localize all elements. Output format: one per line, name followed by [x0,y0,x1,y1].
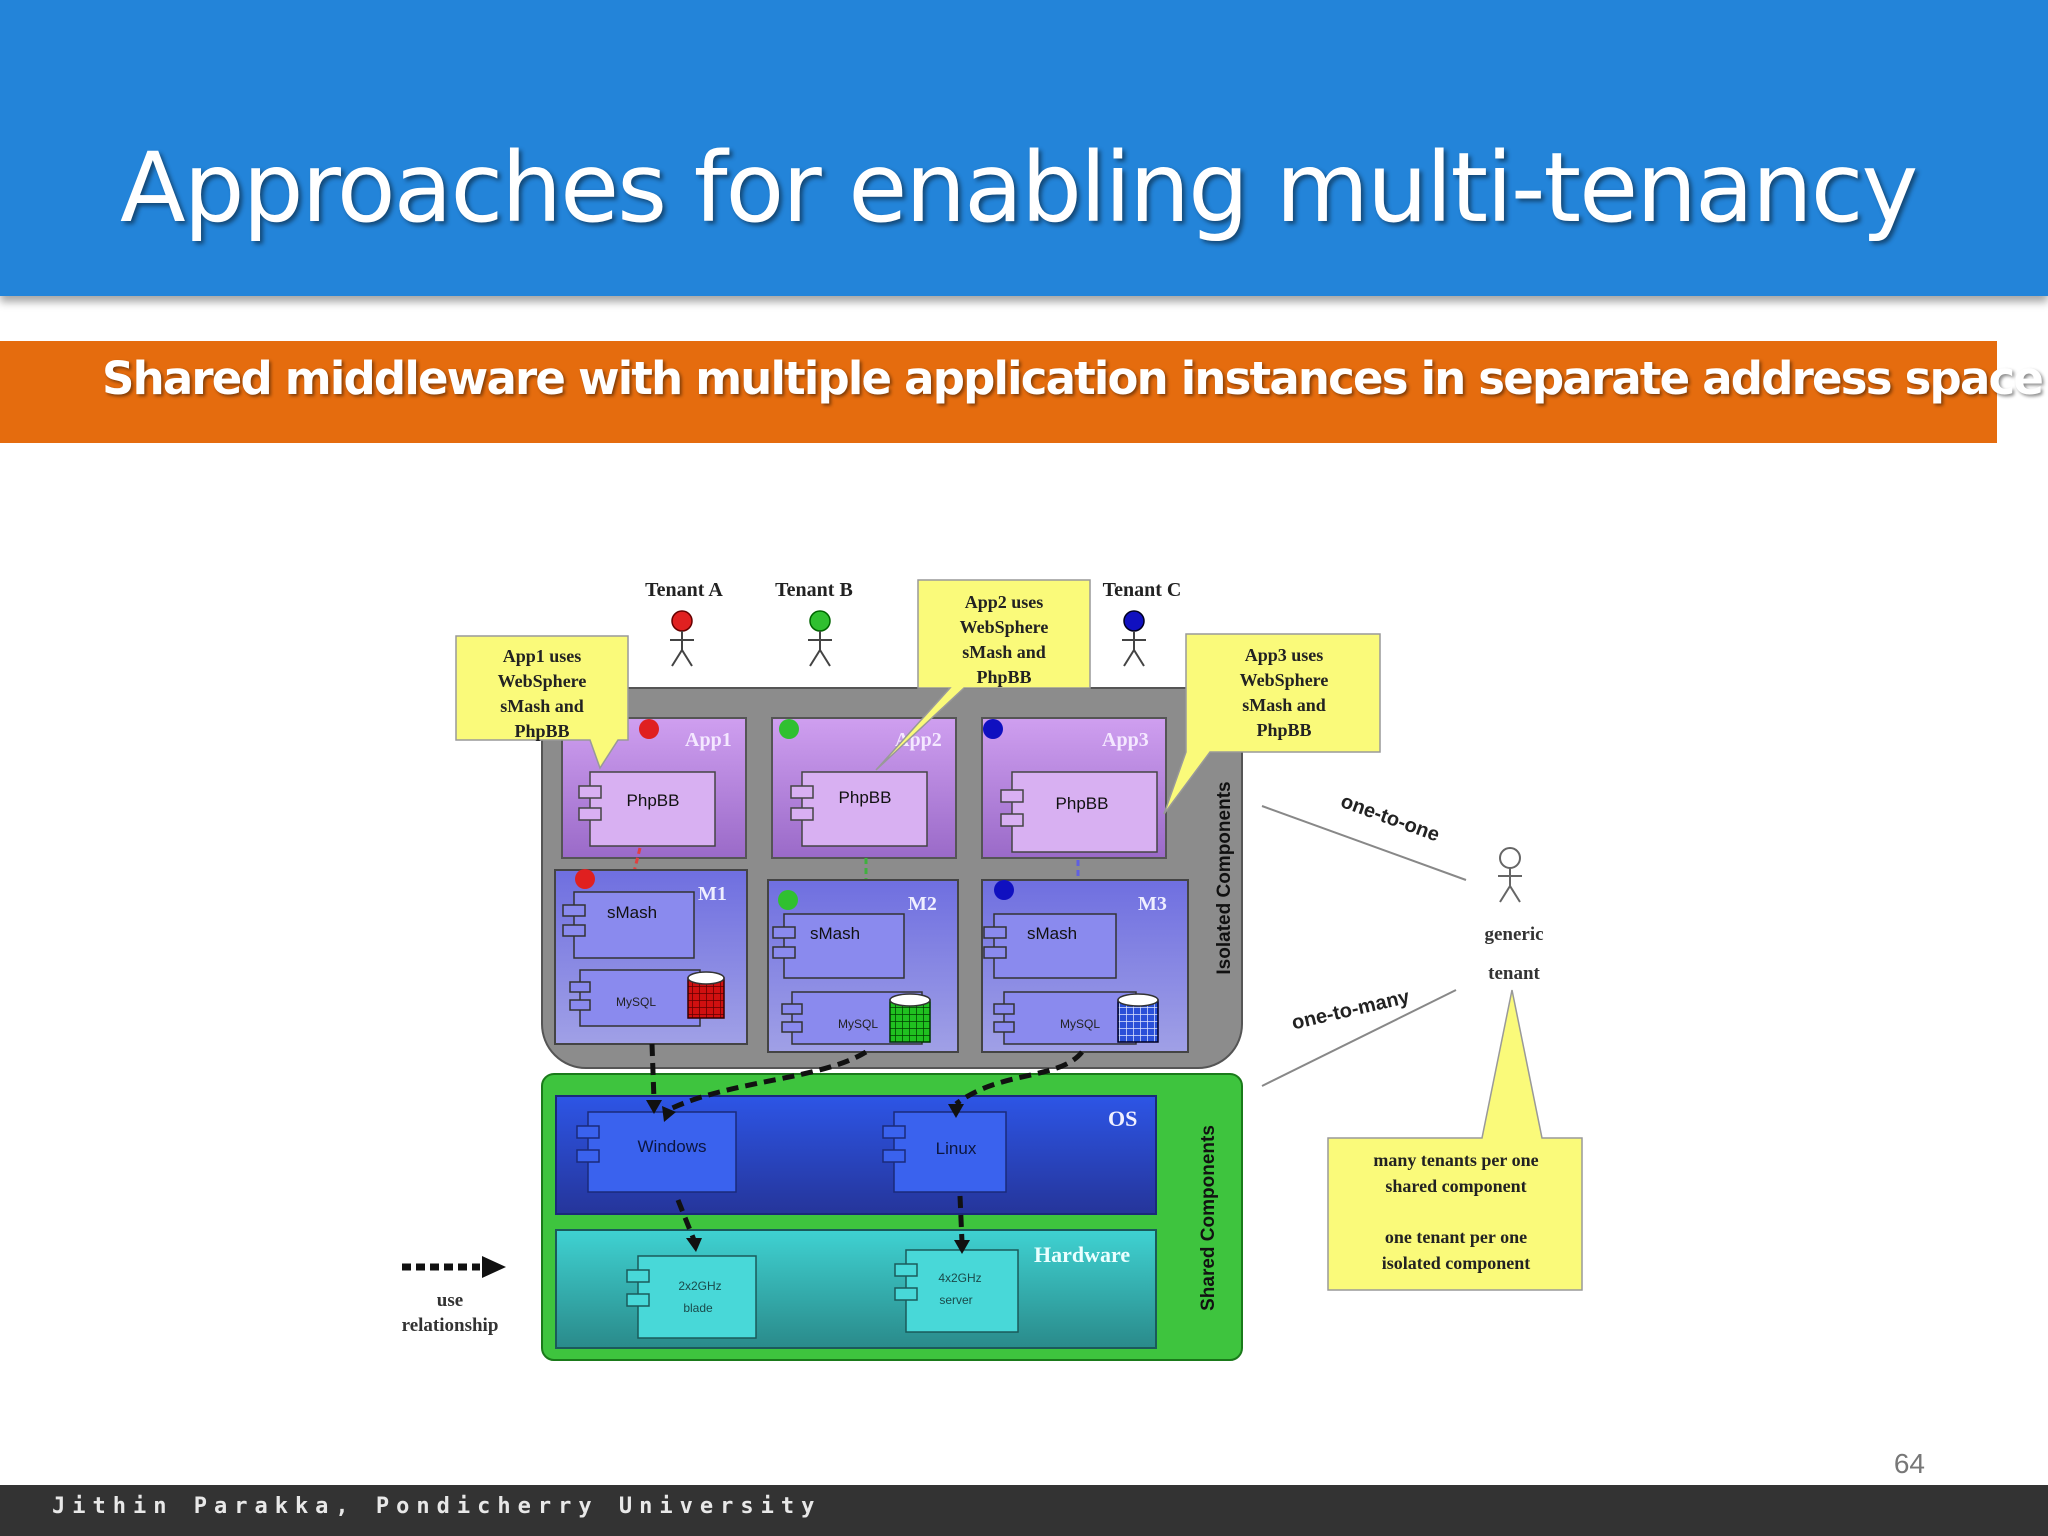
tenant-c: Tenant C [1103,579,1182,667]
tenant-b-label: Tenant B [775,579,853,601]
svg-text:PhpBB: PhpBB [1256,720,1311,740]
page-number: 64 [1893,1448,1925,1479]
phpbb-component-1 [589,771,716,847]
m2-label: M2 [908,893,937,915]
blade-component [637,1255,757,1339]
blade-label-line1: 2x2GHz [678,1279,721,1293]
use-relationship-arrows [649,1043,1084,1243]
m3-label: M3 [1138,893,1167,915]
phpbb-label-1: PhpBB [627,791,680,810]
generic-tenant-head [1499,847,1521,869]
app3-label: App3 [1102,729,1149,751]
slide-title: Approaches for enabling multi-tenancy [120,132,1918,244]
app3-callout: App3 uses WebSphere sMash and PhpBB [1163,633,1381,815]
footer-bar [0,1485,2048,1536]
tenant-b: Tenant B [775,579,853,667]
svg-text:one tenant per one: one tenant per one [1385,1227,1527,1247]
svg-text:App1 uses: App1 uses [503,646,582,666]
subtitle-bar [0,341,1997,443]
svg-text:shared component: shared component [1385,1176,1526,1196]
app1-label: App1 [685,729,732,751]
mysql-label-3: MySQL [1060,1017,1100,1031]
svg-text:WebSphere: WebSphere [498,671,587,691]
tenant-a-marker [639,719,659,739]
middleware-m1-box: M1 sMash MySQL [554,869,748,1045]
middleware-m3-box: M3 sMash MySQL [981,879,1189,1053]
hardware-label: Hardware [1034,1242,1130,1267]
svg-text:App3 uses: App3 uses [1245,645,1324,665]
tenant-b-marker [779,719,799,739]
svg-text:WebSphere: WebSphere [960,617,1049,637]
app2-label: App2 [895,729,942,751]
svg-text:many tenants per one: many tenants per one [1373,1150,1538,1170]
phpbb-label-2: PhpBB [839,788,892,807]
phpbb-label-3: PhpBB [1056,794,1109,813]
svg-text:PhpBB: PhpBB [514,721,569,741]
svg-text:tenant: tenant [1488,963,1540,984]
slide-subtitle: Shared middleware with multiple applicat… [102,352,2044,405]
title-bar [0,0,2048,296]
legend-callout: many tenants per one shared component on… [1327,989,1583,1291]
server-label-line1: 4x2GHz [938,1271,981,1285]
os-label: OS [1108,1106,1137,1131]
smash-component-3 [993,913,1117,979]
tenant-a-head [671,610,693,632]
mysql-component-1 [579,969,701,1027]
svg-text:generic: generic [1484,924,1543,945]
isolated-components-label: Isolated Components [1214,781,1235,974]
smash-component-2 [783,913,905,979]
svg-text:relationship: relationship [402,1315,499,1336]
tenant-c-marker [983,719,1003,739]
tenant-c-label: Tenant C [1103,579,1182,601]
middleware-m2-box: M2 sMash MySQL [767,879,959,1053]
tenant-c-head [1123,610,1145,632]
mysql-label-1: MySQL [616,995,656,1009]
server-label-line2: server [939,1293,972,1307]
svg-text:PhpBB: PhpBB [976,667,1031,687]
one-to-one-line [1261,805,1467,881]
app3-box: App3 PhpBB [981,717,1167,859]
svg-text:sMash and: sMash and [500,696,584,716]
generic-tenant: generic tenant [1484,847,1544,984]
tenant-a: Tenant A [645,579,723,667]
phpbb-component-3 [1011,771,1158,853]
blade-label-line2: blade [683,1301,713,1315]
app1-callout: App1 uses WebSphere sMash and PhpBB [455,635,629,770]
svg-text:sMash and: sMash and [962,642,1046,662]
svg-text:isolated component: isolated component [1382,1253,1531,1273]
svg-text:App2 uses: App2 uses [965,592,1044,612]
os-layer: OS Windows Linux [555,1095,1157,1215]
windows-label: Windows [638,1137,707,1156]
database-icon [1117,999,1159,1043]
smash-label-3: sMash [1027,924,1077,943]
app2-box: App2 PhpBB [771,717,957,859]
tenant-a-label: Tenant A [645,579,723,601]
one-to-many-label: one-to-many [1290,986,1413,1035]
svg-text:WebSphere: WebSphere [1240,670,1329,690]
mysql-label-2: MySQL [838,1017,878,1031]
linux-label: Linux [936,1139,977,1158]
app1-box: App1 PhpBB [561,717,747,859]
phpbb-component-2 [801,771,928,847]
app2-callout: App2 uses WebSphere sMash and PhpBB [875,579,1091,771]
svg-text:sMash and: sMash and [1242,695,1326,715]
use-relationship-legend: use relationship [402,1256,506,1336]
smash-label-2: sMash [810,924,860,943]
svg-text:use: use [437,1290,463,1311]
footer-text: Jithin Parakka, Pondicherry University [52,1494,822,1519]
m1-label: M1 [698,883,727,905]
smash-component-1 [573,891,695,959]
server-component [905,1249,1019,1333]
one-to-one-label: one-to-one [1338,790,1443,846]
hardware-layer: Hardware 2x2GHz blade 4x2GHz server [555,1229,1157,1349]
shared-components-label: Shared Components [1198,1125,1219,1311]
one-to-many-line [1261,989,1457,1087]
arrow-heads [646,1100,970,1254]
windows-component [587,1111,737,1193]
smash-label-1: sMash [607,903,657,922]
tenant-b-head [809,610,831,632]
